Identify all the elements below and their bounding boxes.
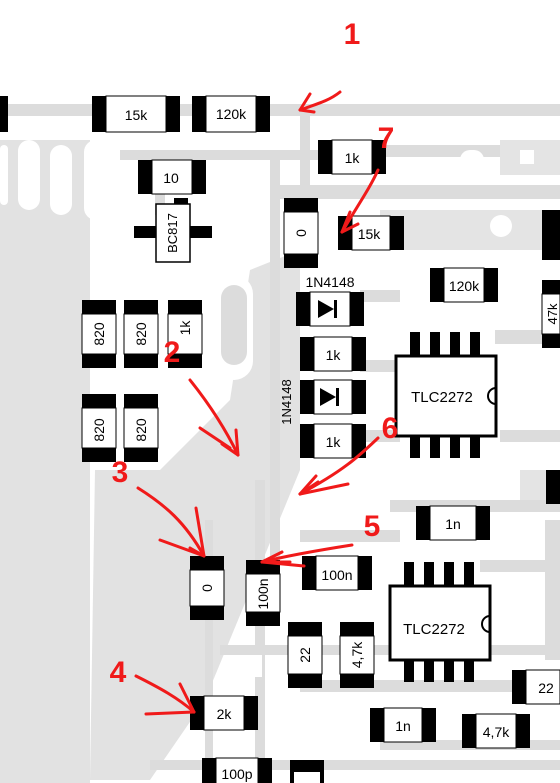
annotation-number-6: 6: [382, 412, 399, 445]
resistor-label: 22: [538, 680, 554, 696]
arrow-7: [340, 168, 380, 234]
edge-pad: [546, 470, 560, 504]
resistor-1k-b: 1k: [300, 336, 366, 372]
ic-label: TLC2272: [403, 621, 465, 638]
resistor-47k-edge: 47k: [541, 280, 560, 348]
resistor-820-b: 820: [123, 300, 159, 368]
resistor-2k: 2k: [190, 695, 258, 731]
ic-tlc2272-1: TLC2272: [394, 332, 498, 458]
capacitor-1n-b: 1n: [370, 707, 436, 743]
resistor-1k-a: 1k: [318, 139, 386, 175]
resistor-label: 120k: [449, 278, 480, 294]
resistor-label: 15k: [125, 107, 149, 123]
diode-symbol-icon: [318, 300, 334, 318]
resistor-label: 1k: [345, 150, 361, 166]
resistor-label: 22: [297, 647, 313, 663]
transistor-bc817: BC817: [134, 198, 212, 263]
transistor-label: BC817: [165, 213, 180, 253]
diode-1n4148-1: [296, 291, 364, 327]
resistor-4-7k-a: 4,7k: [339, 622, 375, 688]
resistor-820-a: 820: [81, 300, 117, 368]
capacitor-label: 100n: [321, 567, 352, 583]
resistor-22-b: 22: [512, 669, 560, 705]
resistor-0-b: 0: [189, 556, 225, 620]
diode-label: 1N4148: [305, 274, 354, 290]
resistor-0-a: 0: [283, 198, 319, 268]
resistor-label: 2k: [217, 706, 233, 722]
resistor-label: 820: [91, 322, 107, 346]
resistor-label: 820: [133, 418, 149, 442]
resistor-label: 0: [293, 229, 309, 237]
capacitor-label: 100n: [255, 578, 271, 609]
annotation-number-2: 2: [164, 336, 181, 369]
annotation-numbers: 1 7 2 6 3 5 4: [110, 18, 399, 689]
annotation-number-1: 1: [344, 18, 361, 51]
resistor-label: 4,7k: [483, 724, 510, 740]
capacitor-100n-b: 100n: [302, 555, 372, 591]
arrow-6: [298, 436, 380, 496]
capacitor-label: 100p: [221, 766, 252, 782]
resistor-1k-rotated: 1k: [167, 300, 203, 368]
diode-label: 1N4148: [279, 379, 294, 425]
resistor-15k-top: 15k: [92, 95, 180, 133]
capacitor-1n-a: 1n: [416, 505, 490, 541]
annotation-number-3: 3: [112, 456, 129, 489]
arrow-4: [134, 674, 196, 716]
annotation-number-4: 4: [110, 656, 127, 689]
resistor-label: 10: [163, 170, 179, 186]
arrow-3: [136, 486, 206, 558]
resistor-22-a: 22: [287, 622, 323, 688]
resistor-label: 120k: [216, 106, 247, 122]
capacitor-100p: 100p: [202, 757, 272, 783]
capacitor-label: 1n: [395, 718, 411, 734]
resistor-120k-b: 120k: [430, 267, 498, 303]
resistor-label: 15k: [358, 226, 382, 242]
resistor-label: 47k: [545, 303, 560, 324]
annotation-number-5: 5: [364, 510, 381, 543]
annotation-number-7: 7: [378, 122, 395, 155]
resistor-label: 1k: [326, 434, 342, 450]
resistor-820-c: 820: [81, 394, 117, 462]
ic-tlc2272-2: TLC2272: [388, 562, 492, 682]
resistor-4-7k-b: 4,7k: [462, 713, 530, 749]
arrow-2: [188, 378, 240, 457]
resistor-1k-c: 1k: [300, 423, 366, 459]
ic-label: TLC2272: [411, 389, 473, 406]
resistor-820-d: 820: [123, 394, 159, 462]
resistor-label: 820: [133, 322, 149, 346]
resistor-15k-b: 15k: [338, 215, 404, 251]
edge-pad: [542, 210, 560, 260]
capacitor-100n-a: 100n: [245, 560, 281, 626]
resistor-label: 820: [91, 418, 107, 442]
capacitor-label: 1n: [445, 516, 461, 532]
arrow-1: [298, 90, 342, 114]
annotation-arrows: [134, 90, 380, 716]
diode-1n4148-2: [300, 379, 366, 415]
arrow-5: [260, 543, 354, 568]
pad-body: [294, 772, 320, 783]
resistor-label: 1k: [326, 347, 342, 363]
resistor-label: 4,7k: [349, 641, 365, 668]
copper-traces: [0, 104, 560, 783]
resistor-120k-top: 120k: [192, 95, 270, 133]
diode-symbol-icon: [320, 388, 336, 406]
resistor-label: 0: [199, 584, 215, 592]
resistor-10: 10: [138, 159, 206, 195]
edge-pad: [0, 96, 8, 132]
resistor-label: 1k: [177, 320, 193, 336]
